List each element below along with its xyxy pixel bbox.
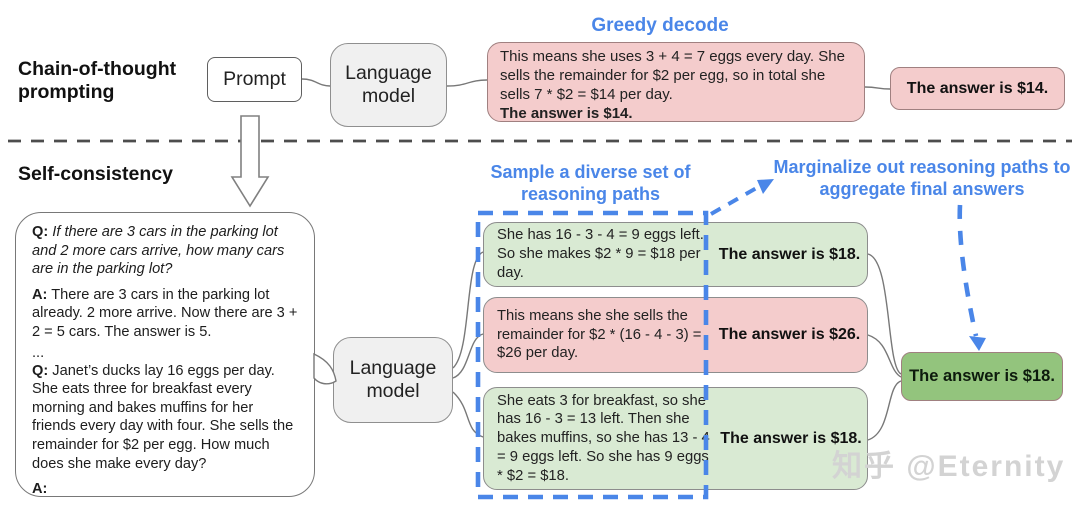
- cot-output-answer: The answer is $14.: [500, 104, 633, 122]
- reasoning-path-row-3: She eats 3 for breakfast, so she has 16 …: [483, 387, 868, 490]
- connector-lm2-path1: [452, 251, 484, 369]
- cot-output-box: This means she uses 3 + 4 = 7 eggs every…: [487, 42, 865, 122]
- path-1-reasoning: She has 16 - 3 - 4 = 9 eggs left. So she…: [497, 227, 704, 281]
- a1-text: There are 3 cars in the parking lot alre…: [32, 286, 298, 340]
- q2-prefix: Q:: [32, 362, 49, 379]
- path-1-answer: The answer is $18.: [718, 245, 861, 263]
- watermark: 知乎 @Eternity: [832, 450, 1066, 483]
- prompt-bubble: Q: If there are 3 cars in the parking lo…: [15, 212, 315, 497]
- prompt-box-label: Prompt: [223, 67, 286, 90]
- bubble-a1: A: There are 3 cars in the parking lot a…: [32, 286, 298, 342]
- q2-text: Janet’s ducks lay 16 eggs per day. She e…: [32, 362, 294, 472]
- language-model-box-bottom: Language model: [333, 337, 453, 423]
- cot-final-answer-text: The answer is $14.: [906, 79, 1049, 97]
- cot-output-body: This means she uses 3 + 4 = 7 eggs every…: [500, 48, 845, 103]
- connector-lm1-output: [446, 79, 488, 87]
- sc-final-answer-text: The answer is $18.: [909, 367, 1055, 385]
- bubble-q2: Q: Janet’s ducks lay 16 eggs per day. Sh…: [32, 362, 298, 473]
- language-model-box-top: Language model: [330, 43, 447, 127]
- connector-path2-final: [867, 334, 902, 378]
- sample-paths-label: Sample a diverse set of reasoning paths: [490, 162, 691, 204]
- bubble-q1: Q: If there are 3 cars in the parking lo…: [32, 223, 298, 279]
- down-arrow-icon: [230, 115, 270, 208]
- sc-section-label: Self-consistency: [18, 163, 173, 185]
- connector-lm2-path3: [452, 391, 484, 438]
- marginalize-label: Marginalize out reasoning paths to aggre…: [773, 157, 1071, 199]
- reasoning-path-row-1: She has 16 - 3 - 4 = 9 eggs left. So she…: [483, 222, 868, 287]
- path-3-answer: The answer is $18.: [720, 429, 862, 447]
- cot-final-answer-box: The answer is $14.: [890, 67, 1065, 110]
- bubble-ellipsis: ...: [32, 345, 45, 362]
- sc-final-answer-box: The answer is $18.: [901, 352, 1063, 401]
- reasoning-path-row-2: This means she she sells the remainder f…: [483, 297, 868, 373]
- language-model-label-top: Language model: [345, 61, 432, 107]
- q1-text: If there are 3 cars in the parking lot a…: [32, 224, 285, 278]
- language-model-label-bottom: Language model: [349, 356, 437, 402]
- prompt-box: Prompt: [207, 57, 302, 102]
- q1-prefix: Q:: [32, 224, 49, 240]
- path-2-answer: The answer is $26.: [718, 326, 861, 343]
- path-2-reasoning: This means she she sells the remainder f…: [497, 307, 702, 362]
- dashed-arrow-to-marginalize: [710, 184, 761, 216]
- cot-section-label: Chain-of-thought prompting: [18, 58, 177, 103]
- connector-path1-final: [867, 253, 902, 375]
- a1-prefix: A:: [32, 286, 48, 303]
- dashed-arrow-to-final: [957, 204, 979, 337]
- bubble-a2: A:: [32, 480, 298, 499]
- dashed-arrow-to-final-head-icon: [969, 336, 986, 351]
- path-3-reasoning: She eats 3 for breakfast, so she has 16 …: [497, 392, 710, 484]
- connector-output-answer: [864, 86, 891, 90]
- greedy-decode-label: Greedy decode: [591, 15, 729, 36]
- connector-prompt-lm1: [301, 78, 331, 87]
- a2-prefix: A:: [32, 481, 48, 498]
- connector-path3-final: [867, 380, 902, 441]
- connector-lm2-path2: [452, 333, 484, 379]
